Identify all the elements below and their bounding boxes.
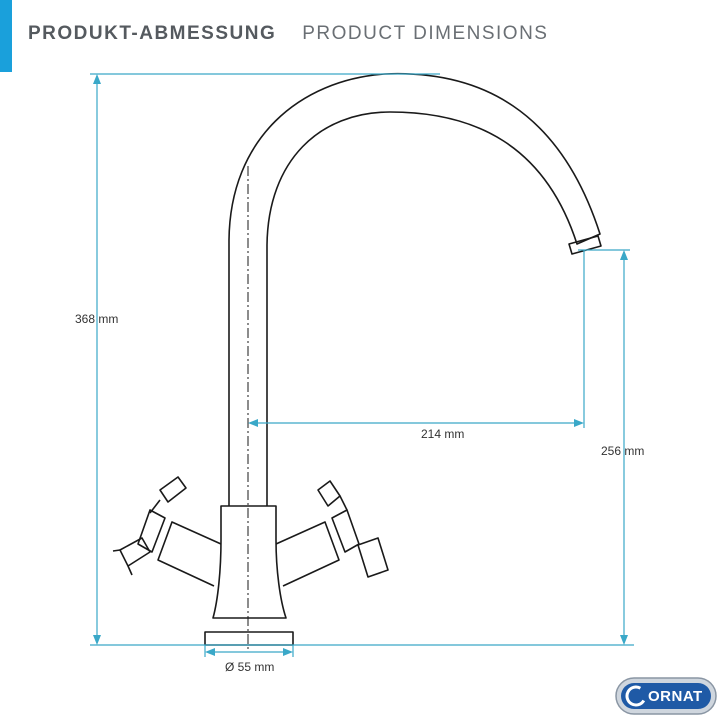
- base-plate: [204, 631, 294, 646]
- logo-text: ORNAT: [648, 688, 703, 705]
- dimension-lines: [90, 73, 634, 657]
- right-lower-knob: [357, 537, 389, 578]
- left-upper-knob: [159, 476, 187, 503]
- label-spout-height: 256 mm: [601, 444, 644, 458]
- ornat-logo: ORNAT: [615, 677, 717, 715]
- label-total-height: 368 mm: [75, 312, 118, 326]
- page-header: PRODUKT-ABMESSUNG PRODUCT DIMENSIONS: [28, 20, 548, 48]
- label-spout-reach: 214 mm: [421, 427, 464, 441]
- spout-neck: [228, 72, 601, 506]
- label-base-diameter: Ø 55 mm: [225, 660, 274, 674]
- left-cartridge: [157, 521, 222, 587]
- right-cartridge: [275, 521, 340, 587]
- faucet-outline: [112, 72, 602, 646]
- accent-bar: [0, 0, 12, 72]
- title-english: PRODUCT DIMENSIONS: [302, 23, 549, 44]
- title-german: PRODUKT-ABMESSUNG: [28, 23, 277, 44]
- left-lower-knob: [119, 537, 151, 567]
- right-handle-stem: [331, 509, 360, 553]
- spout-aerator: [568, 235, 602, 255]
- logo-c-mark: [625, 685, 647, 707]
- right-upper-knob: [317, 480, 341, 507]
- left-handle-stem: [137, 509, 166, 553]
- faucet-body: [212, 505, 287, 619]
